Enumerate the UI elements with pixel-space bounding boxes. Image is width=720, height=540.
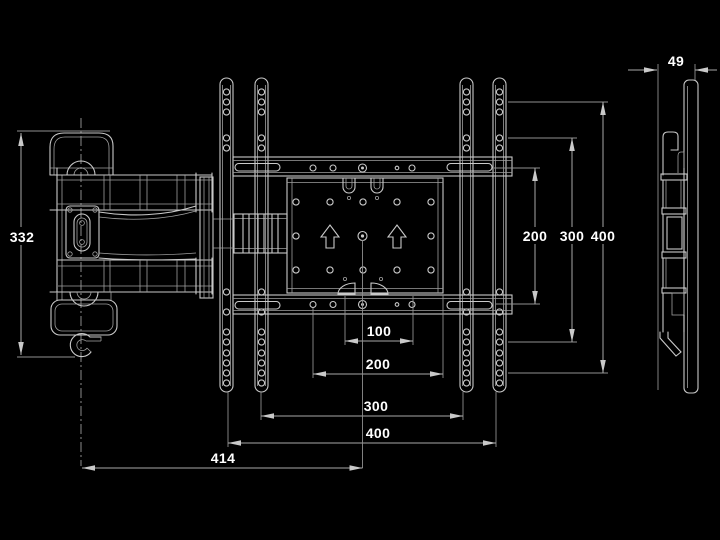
dim-label-bottom-300: 300: [364, 398, 389, 414]
profile-rail: [683, 79, 699, 394]
dimensions: 332 49 200 300: [5, 53, 717, 471]
profile-bracket: [659, 131, 688, 357]
hook-tab: [370, 177, 384, 200]
arm-slot-plate: [65, 205, 100, 259]
dim-bottom-200: 200: [312, 295, 444, 378]
arm-lower-link: [49, 257, 213, 295]
dim-label-right-400: 400: [591, 228, 616, 244]
dim-label-332: 332: [10, 229, 35, 245]
front-view: [219, 77, 513, 393]
dim-right-300: 300: [508, 137, 588, 343]
dim-label-bottom-200: 200: [366, 356, 391, 372]
hook-tab: [342, 177, 356, 200]
dim-right-200: 200: [494, 167, 551, 305]
arm-bottom-housing: [50, 292, 118, 336]
dim-right-400: 400: [508, 101, 619, 374]
vesa-plate: [286, 177, 444, 295]
cable-hook: [69, 333, 102, 358]
ladder-connector: [213, 213, 288, 254]
dim-arm-offset-414: 414: [82, 240, 363, 471]
dim-bottom-300: 300: [260, 392, 464, 420]
up-arrow-icon: [386, 224, 408, 249]
wedge: [370, 282, 389, 295]
dim-label-49: 49: [668, 53, 684, 69]
profile-side-view: [657, 64, 699, 394]
top-crossbar: [232, 156, 513, 177]
dim-label-right-300: 300: [560, 228, 585, 244]
vesa-plate-holes: [292, 198, 435, 274]
dim-label-right-200: 200: [523, 228, 548, 244]
arm-plate-bracket: [199, 176, 214, 299]
dim-bottom-100: 100: [344, 296, 414, 345]
vesa-rails: [219, 77, 507, 393]
dim-side-height: 332: [5, 130, 110, 358]
wedge: [337, 282, 356, 295]
arm-upper-link: [49, 172, 213, 213]
up-arrow-icon: [319, 224, 341, 249]
dim-label-414: 414: [211, 450, 236, 466]
arm-side-view: [49, 118, 288, 466]
dim-label-bottom-100: 100: [367, 323, 392, 339]
bottom-crossbar: [232, 294, 513, 315]
dim-bottom-400: 400: [227, 392, 497, 447]
dim-label-bottom-400: 400: [366, 425, 391, 441]
dim-profile-depth: 49: [628, 53, 717, 80]
crossbar-holes: [309, 163, 416, 173]
